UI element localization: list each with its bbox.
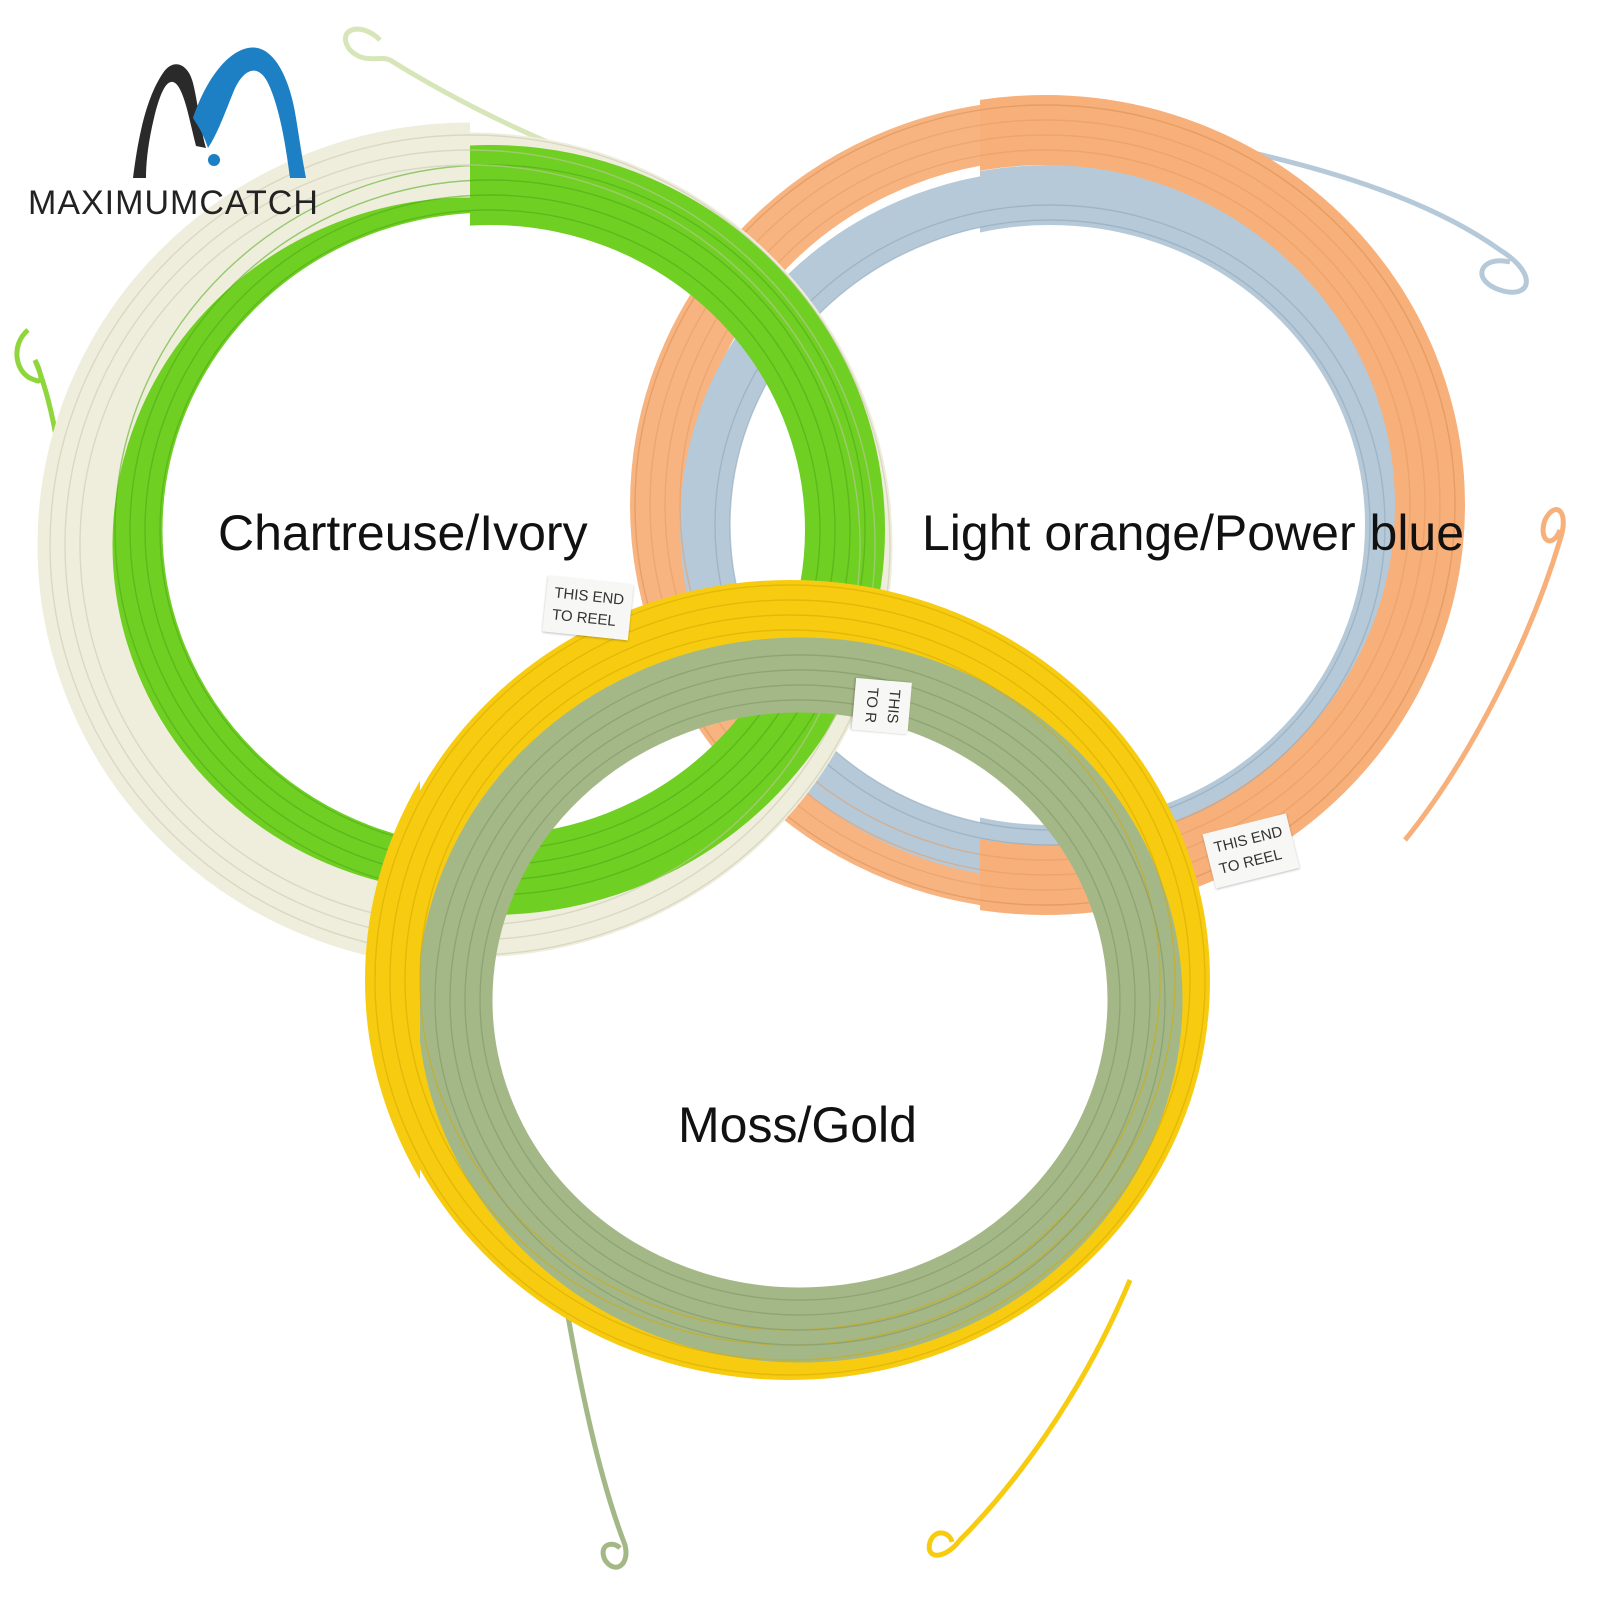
m-wave-logo-icon: [133, 47, 306, 178]
brand-name: MAXIMUMCATCH: [28, 184, 319, 222]
brand-logo: MAXIMUMCATCH: [28, 38, 408, 238]
reel-end-tag: THIS END TO REEL: [542, 575, 634, 641]
reel-end-tag: THIS TO R: [851, 677, 912, 735]
moss-gold-line-coil: [365, 580, 1210, 1570]
label-moss-gold: Moss/Gold: [678, 1097, 917, 1153]
label-chartreuse-ivory: Chartreuse/Ivory: [218, 505, 588, 561]
label-light-orange-power-blue: Light orange/Power blue: [922, 505, 1465, 561]
